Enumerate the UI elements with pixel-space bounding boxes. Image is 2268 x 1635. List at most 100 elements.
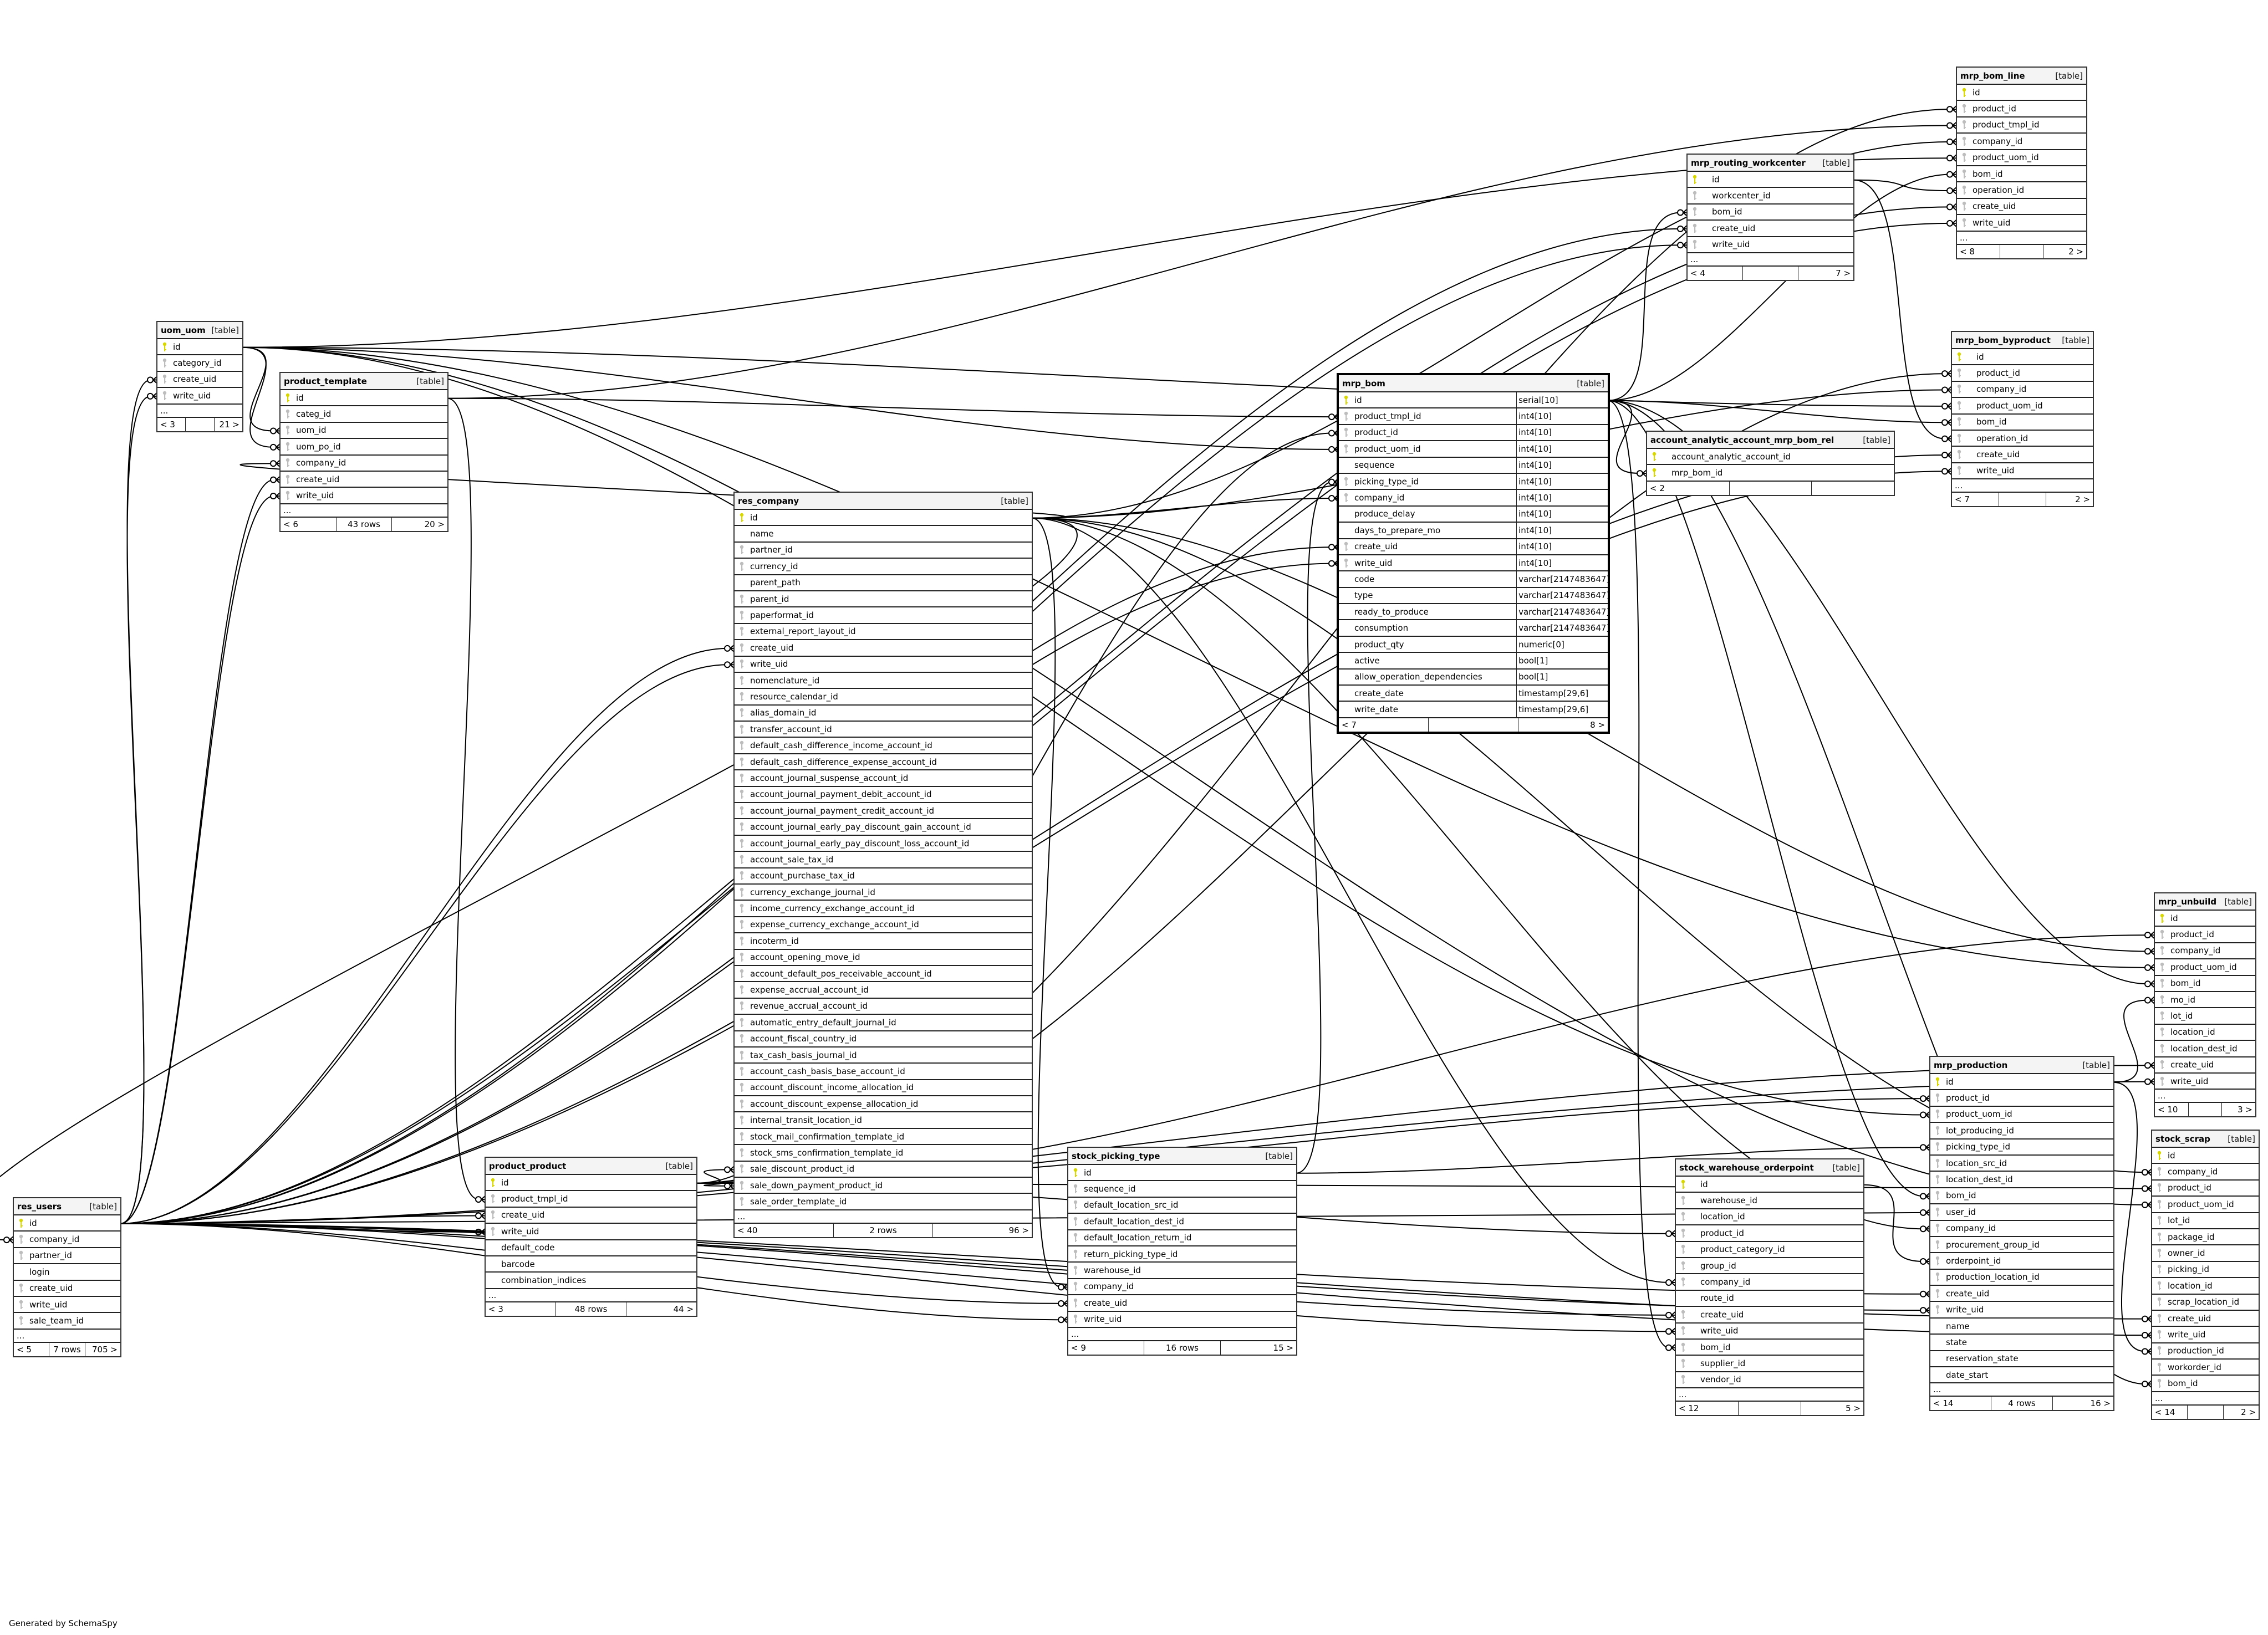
column-row[interactable]: id — [1676, 1177, 1863, 1193]
column-row[interactable]: location_src_id — [1930, 1156, 2113, 1172]
column-row[interactable]: create_uid — [1688, 221, 1853, 237]
table-header[interactable]: mrp_production[table] — [1930, 1057, 2113, 1074]
column-row[interactable]: location_id — [2152, 1278, 2259, 1295]
column-row[interactable]: product_uom_id — [1957, 150, 2086, 166]
column-row[interactable]: default_location_return_id — [1068, 1230, 1296, 1246]
column-row[interactable]: bom_id — [1930, 1188, 2113, 1205]
column-row[interactable]: account_journal_suspense_account_id — [735, 770, 1032, 787]
column-row[interactable]: income_currency_exchange_account_id — [735, 901, 1032, 917]
column-row[interactable]: product_uom_id — [2155, 959, 2255, 976]
more-columns-row[interactable]: ... — [486, 1289, 696, 1302]
children-count-link[interactable] — [1811, 481, 1894, 495]
column-row[interactable]: workcenter_id — [1688, 188, 1853, 205]
column-row[interactable]: account_discount_income_allocation_id — [735, 1080, 1032, 1097]
column-row[interactable]: account_sale_tax_id — [735, 852, 1032, 868]
more-columns-row[interactable]: ... — [1688, 253, 1853, 267]
column-row[interactable]: company_id — [1957, 134, 2086, 150]
column-row[interactable]: expense_accrual_account_id — [735, 982, 1032, 999]
column-row[interactable]: stock_mail_confirmation_template_id — [735, 1129, 1032, 1146]
children-count-link[interactable]: 16 > — [2052, 1397, 2113, 1411]
column-row[interactable]: default_code — [486, 1240, 696, 1256]
column-row[interactable]: id — [1930, 1074, 2113, 1091]
column-row[interactable]: create_uid — [1957, 199, 2086, 216]
column-row[interactable]: account_analytic_account_id — [1647, 449, 1894, 466]
column-row[interactable]: company_id — [1930, 1221, 2113, 1237]
column-row[interactable]: company_id — [2155, 943, 2255, 960]
column-row[interactable]: currency_id — [735, 559, 1032, 575]
table-name[interactable]: mrp_bom_byproduct — [1955, 335, 2051, 345]
parents-count-link[interactable]: < 5 — [17, 1344, 32, 1355]
more-columns-row[interactable]: ... — [14, 1330, 120, 1343]
column-row[interactable]: account_cash_basis_base_account_id — [735, 1064, 1032, 1080]
column-row[interactable]: create_uid — [14, 1281, 120, 1297]
column-row[interactable]: bom_id — [2155, 976, 2255, 992]
table-name[interactable]: mrp_bom_line — [1960, 70, 2025, 81]
column-row[interactable]: product_uom_id — [2152, 1197, 2259, 1213]
column-row[interactable]: date_start — [1930, 1367, 2113, 1384]
column-row[interactable]: write_uid — [14, 1297, 120, 1314]
table-name[interactable]: product_template — [284, 376, 367, 386]
column-row[interactable]: name — [1930, 1319, 2113, 1335]
column-row[interactable]: create_uid — [735, 640, 1032, 657]
column-row[interactable]: combination_indices — [486, 1273, 696, 1289]
more-columns-row[interactable]: ... — [1952, 479, 2093, 493]
column-row[interactable]: write_uid — [157, 388, 242, 405]
children-count-link[interactable]: 96 > — [932, 1223, 1032, 1237]
column-row[interactable]: owner_id — [2152, 1245, 2259, 1262]
column-row[interactable]: name — [735, 526, 1032, 543]
table-header[interactable]: mrp_routing_workcenter[table] — [1688, 155, 1853, 172]
column-row[interactable]: write_uid — [486, 1224, 696, 1240]
column-row[interactable]: internal_transit_location_id — [735, 1112, 1032, 1129]
column-row[interactable]: location_id — [2155, 1025, 2255, 1041]
table-name[interactable]: stock_picking_type — [1072, 1151, 1160, 1161]
children-count-link[interactable]: 7 > — [1798, 266, 1853, 280]
column-row[interactable]: id — [157, 339, 242, 356]
table-header[interactable]: product_product[table] — [486, 1158, 696, 1175]
column-row[interactable]: location_dest_id — [1930, 1172, 2113, 1188]
column-row[interactable]: product_category_id — [1676, 1242, 1863, 1258]
parents-count-link[interactable]: < 6 — [283, 519, 298, 529]
parents-count-link[interactable]: < 9 — [1071, 1342, 1086, 1353]
column-row[interactable]: product_id — [1952, 365, 2093, 382]
children-count-link[interactable]: 15 > — [1220, 1341, 1296, 1355]
column-row[interactable]: uom_id — [281, 423, 447, 440]
column-row[interactable]: create_uid — [157, 372, 242, 389]
column-row[interactable]: company_id — [281, 456, 447, 472]
column-row[interactable]: id — [1957, 85, 2086, 101]
column-row[interactable]: route_id — [1676, 1291, 1863, 1307]
more-columns-row[interactable]: ... — [1930, 1383, 2113, 1397]
column-row[interactable]: write_uid — [1930, 1302, 2113, 1319]
table-name[interactable]: mrp_routing_workcenter — [1691, 157, 1806, 168]
table-header[interactable]: mrp_bom[table] — [1339, 375, 1608, 392]
table-header[interactable]: stock_scrap[table] — [2152, 1131, 2259, 1148]
more-columns-row[interactable]: ... — [281, 504, 447, 518]
column-row[interactable]: company_id — [2152, 1164, 2259, 1181]
children-count-link[interactable]: 44 > — [626, 1302, 696, 1316]
column-row[interactable]: bom_id — [1676, 1340, 1863, 1356]
column-row[interactable]: warehouse_id — [1068, 1263, 1296, 1279]
column-row[interactable]: id — [486, 1175, 696, 1192]
column-row[interactable]: mrp_bom_id — [1647, 465, 1894, 482]
column-row[interactable]: alias_domain_id — [735, 706, 1032, 722]
column-row[interactable]: id — [281, 390, 447, 407]
column-row[interactable]: tax_cash_basis_journal_id — [735, 1048, 1032, 1064]
column-row[interactable]: mo_id — [2155, 992, 2255, 1009]
column-row[interactable]: parent_path — [735, 575, 1032, 591]
more-columns-row[interactable]: ... — [157, 405, 242, 418]
column-row[interactable]: product_tmpl_id — [1957, 117, 2086, 134]
table-name[interactable]: res_company — [738, 495, 799, 506]
